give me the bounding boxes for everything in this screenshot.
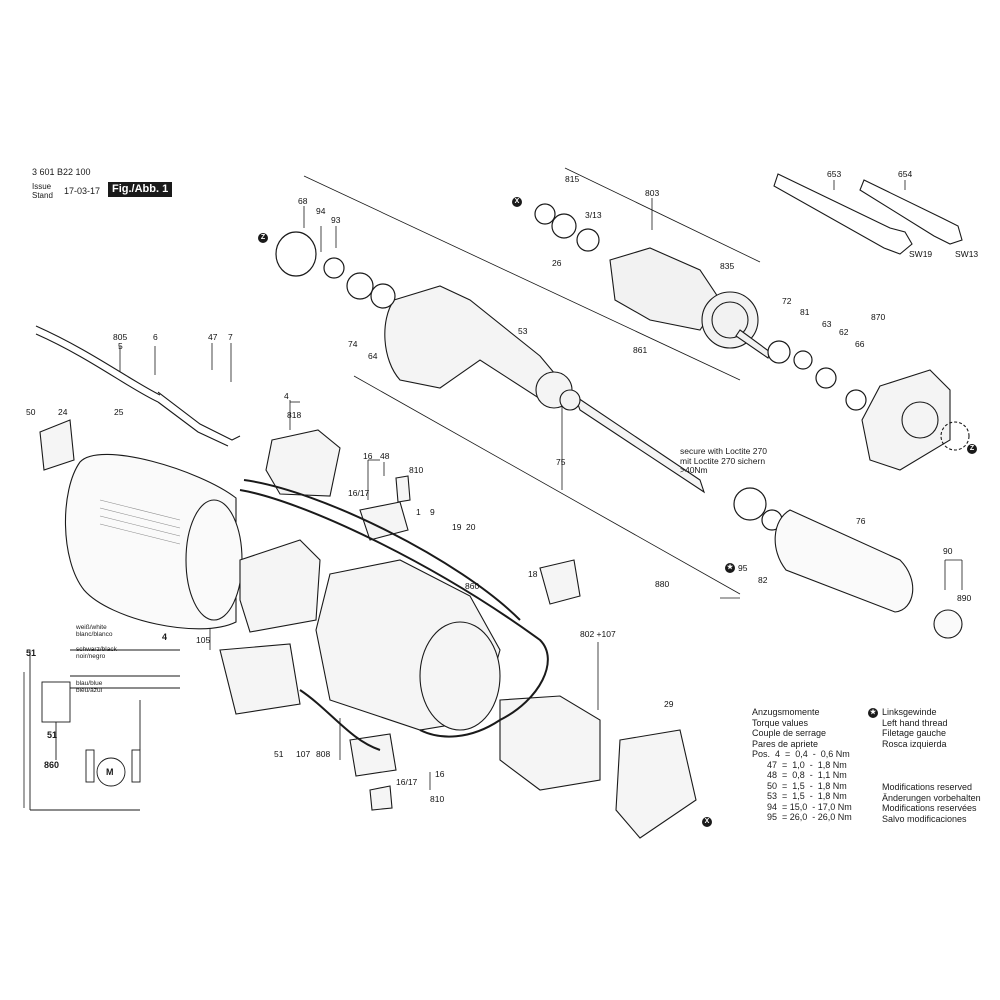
callout-105: 105 [196, 635, 211, 645]
torque-row: 50 = 1,5 - 1,8 Nm [752, 780, 847, 791]
callout-50: 50 [26, 407, 36, 417]
callout-63: 63 [822, 319, 832, 329]
loctite-note: secure with Loctite 270 mit Loctite 270 … [680, 446, 767, 475]
callout-64: 64 [368, 351, 378, 361]
callout-5: 5 [118, 341, 123, 351]
torque-row: Pos. 4 = 0,4 - 0,6 Nm [752, 749, 850, 759]
modifications-note: Modifications reserved Änderungen vorbeh… [882, 782, 981, 824]
issue-label: Issue Stand [32, 182, 53, 200]
callout-890: 890 [957, 593, 972, 603]
callout-802-107: 802 +107 [580, 629, 616, 639]
left-hand-thread-marker-95: ★ [725, 563, 735, 573]
callout-870: 870 [871, 312, 886, 322]
callout-62: 62 [839, 327, 849, 337]
callout-82: 82 [758, 575, 768, 585]
torque-row: 47 = 1,0 - 1,8 Nm [752, 759, 847, 770]
wire-label-blue: blau/blue bleu/azul [76, 680, 103, 694]
callout-47: 47 [208, 332, 218, 342]
callout-68: 68 [298, 196, 308, 206]
callout-16: 16 [363, 451, 373, 461]
schematic-label-51: 51 [26, 648, 37, 658]
callout-sw13: SW13 [955, 249, 979, 259]
callout-48: 48 [380, 451, 390, 461]
callout-93: 93 [331, 215, 341, 225]
callout-880: 880 [655, 579, 670, 589]
schematic-label-51-b: 51 [47, 730, 58, 740]
callout-653: 653 [827, 169, 842, 179]
callout-803: 803 [645, 188, 660, 198]
callout-76: 76 [856, 516, 866, 526]
callout-107: 107 [296, 749, 311, 759]
callout-94: 94 [316, 206, 326, 216]
callout-74: 74 [348, 339, 358, 349]
motor-symbol: M [106, 767, 114, 777]
callout-1: 1 [416, 507, 421, 517]
callout-29: 29 [664, 699, 674, 709]
issue-date: 17-03-17 [64, 186, 101, 196]
torque-row: 48 = 0,8 - 1,1 Nm [752, 770, 847, 780]
torque-row: 95 = 26,0 - 26,0 Nm [752, 812, 852, 822]
callout-75: 75 [556, 457, 566, 467]
callout-4: 4 [284, 391, 289, 401]
callout-861: 861 [633, 345, 648, 355]
callout-16-b: 16 [435, 769, 445, 779]
callout-654: 654 [898, 169, 913, 179]
callout-16-17-b: 16/17 [396, 777, 418, 787]
figure-label: Fig./Abb. 1 [108, 182, 173, 197]
wire-label-white: weiß/white blanc/blanco [76, 624, 113, 638]
schematic-label-860: 860 [44, 760, 60, 770]
marker-z-right: Z [967, 444, 977, 454]
callout-53: 53 [518, 326, 528, 336]
callout-72: 72 [782, 296, 792, 306]
callout-7: 7 [228, 332, 233, 342]
callout-51: 51 [274, 749, 284, 759]
torque-heading: Anzugsmomente Torque values Couple de se… [752, 707, 827, 749]
callout-835: 835 [720, 261, 735, 271]
callout-805: 805 [113, 332, 128, 342]
callout-sw19: SW19 [909, 249, 933, 259]
callout-6: 6 [153, 332, 158, 342]
callout-18: 18 [528, 569, 538, 579]
callout-19: 19 [452, 522, 462, 532]
torque-table: Pos. 4 = 0,4 - 0,6 Nm 47 = 1,0 - 1,8 Nm … [752, 749, 852, 823]
thread-note: Linksgewinde Left hand thread Filetage g… [882, 707, 948, 749]
callout-95: 95 [738, 563, 748, 573]
callout-815: 815 [565, 174, 580, 184]
callout-66: 66 [855, 339, 865, 349]
callout-25: 25 [114, 407, 124, 417]
wire-label-black: schwarz/black noir/negro [76, 646, 117, 660]
callout-90: 90 [943, 546, 953, 556]
callout-16-17: 16/17 [348, 488, 370, 498]
callout-24: 24 [58, 407, 68, 417]
callout-26: 26 [552, 258, 562, 268]
schematic-label-4: 4 [162, 632, 168, 642]
callout-808: 808 [316, 749, 331, 759]
marker-x-bottom: X [702, 817, 712, 827]
callout-3-13: 3/13 [585, 210, 602, 220]
torque-row: 94 = 15,0 - 17,0 Nm [752, 801, 852, 812]
callout-810: 810 [409, 465, 424, 475]
marker-x-top: X [512, 197, 522, 207]
callout-810-b: 810 [430, 794, 445, 804]
callout-9: 9 [430, 507, 435, 517]
callout-81: 81 [800, 307, 810, 317]
callout-860: 860 [465, 581, 480, 591]
left-hand-thread-icon: ★ [868, 708, 878, 718]
callout-20: 20 [466, 522, 476, 532]
callout-818: 818 [287, 410, 302, 420]
part-number: 3 601 B22 100 [32, 167, 91, 177]
marker-z-left: Z [258, 233, 268, 243]
torque-row: 53 = 1,5 - 1,8 Nm [752, 791, 847, 801]
